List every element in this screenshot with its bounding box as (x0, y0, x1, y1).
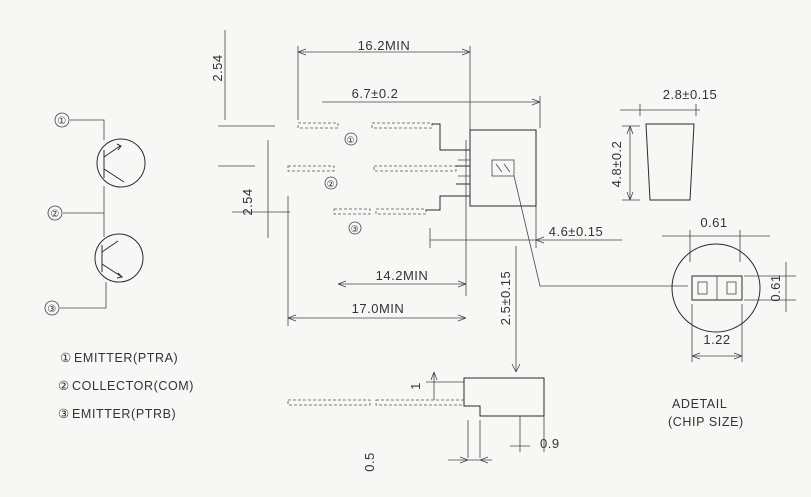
dim-detail-pitch: 1.22 (703, 332, 730, 347)
pin-legend: ① EMITTER(PTRA) ② COLLECTOR(COM) ③ EMITT… (58, 351, 194, 421)
dim-body-height: 2.5±0.15 (498, 271, 513, 326)
dim-body-width: 4.6±0.15 (549, 224, 604, 239)
legend-pin1-mark: ① (60, 351, 72, 365)
dim-chip-width: 2.8±0.15 (663, 87, 718, 102)
side-view: 1 0.5 0.9 (287, 371, 560, 472)
lead2-mark: ② (327, 179, 336, 189)
dim-lead-min-a: 14.2MIN (376, 268, 429, 283)
front-view: 2.54 2.54 16.2MIN 6.7±0.2 ① ② ③ (210, 30, 688, 373)
dim-lead-min-b: 17.0MIN (352, 301, 405, 316)
pin1-mark: ① (57, 116, 67, 127)
transistor-schematic: ① ② ③ (44, 112, 146, 316)
chip-outline: 2.8±0.15 4.8±0.2 (609, 87, 718, 201)
pin3-mark: ③ (47, 304, 57, 315)
dim-pitch-top: 2.54 (210, 54, 225, 81)
dim-side-step: 1 (408, 382, 423, 390)
detail-subtitle: (CHIP SIZE) (668, 415, 744, 429)
dim-detail-width: 0.61 (700, 215, 727, 230)
dim-side-offset: 0.9 (540, 436, 560, 451)
legend-pin2-label: COLLECTOR(COM) (72, 379, 194, 393)
dim-detail-height: 0.61 (768, 274, 783, 301)
legend-pin1-label: EMITTER(PTRA) (74, 351, 178, 365)
legend-pin3-mark: ③ (58, 407, 70, 421)
lead1-mark: ① (347, 135, 356, 145)
detail-title: ADETAIL (672, 397, 727, 411)
pin2-mark: ② (50, 209, 60, 220)
dim-chip-height: 4.8±0.2 (609, 141, 624, 188)
chip-detail: 0.61 0.61 1.22 ADETAIL (CHIP SIZE) (662, 215, 796, 429)
legend-pin3-label: EMITTER(PTRB) (72, 407, 176, 421)
dim-lead-length-mid: 6.7±0.2 (352, 86, 399, 101)
dim-pitch-side: 2.54 (240, 188, 255, 215)
dim-lead-length-top: 16.2MIN (358, 38, 411, 53)
dim-side-thickness: 0.5 (362, 452, 377, 472)
lead3-mark: ③ (351, 224, 360, 234)
legend-pin2-mark: ② (58, 379, 70, 393)
